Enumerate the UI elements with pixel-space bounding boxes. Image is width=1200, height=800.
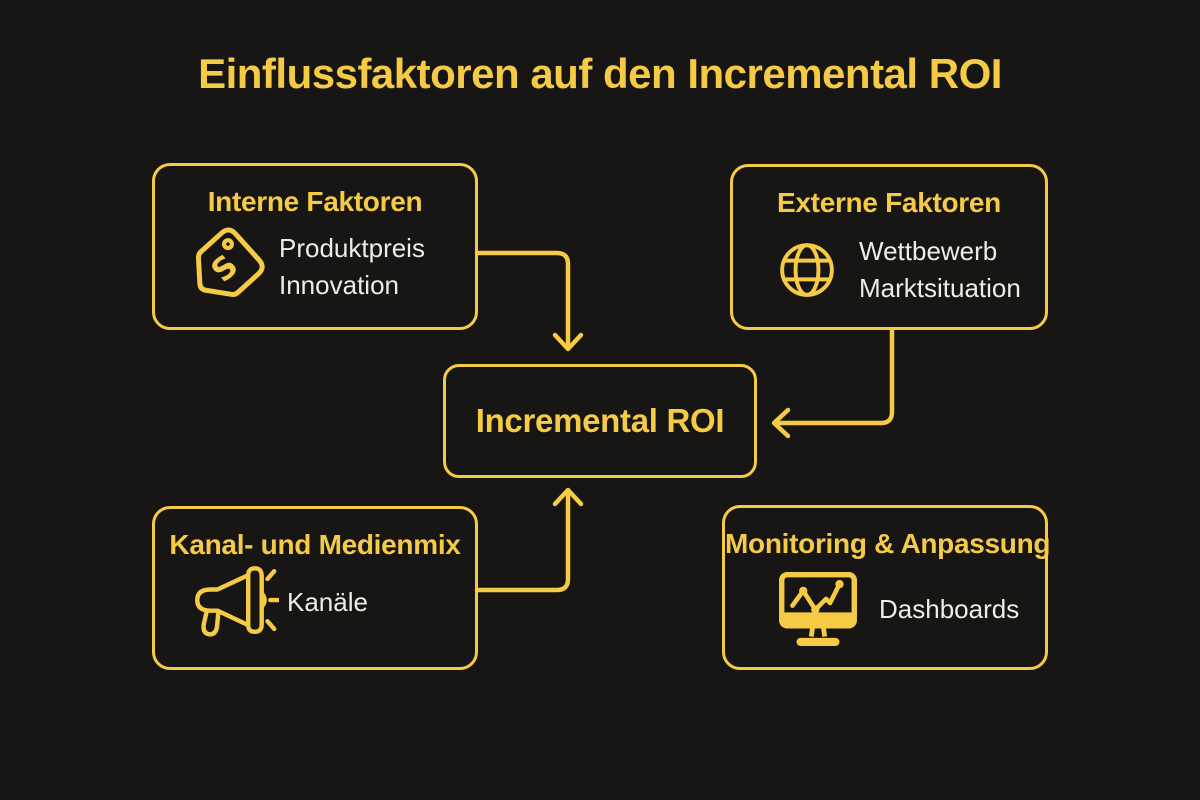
arrowhead-down bbox=[552, 332, 584, 352]
arrowhead-up bbox=[552, 487, 584, 507]
node-body: Dashboards bbox=[725, 568, 1045, 650]
node-monitoring-anpassung: Monitoring & Anpassung Dashboards bbox=[722, 505, 1051, 670]
item-label: Marktsituation bbox=[859, 273, 1021, 303]
price-tag-icon: S bbox=[195, 227, 265, 297]
svg-text:S: S bbox=[204, 248, 245, 290]
arrow-kanal-to-center bbox=[474, 492, 571, 593]
node-items: Kanäle bbox=[287, 584, 368, 621]
node-body: S Produktpreis Innovation bbox=[155, 226, 475, 308]
node-incremental-roi: Incremental ROI bbox=[443, 364, 757, 478]
node-body: Kanäle bbox=[155, 563, 475, 641]
node-heading: Kanal- und Medienmix bbox=[169, 529, 461, 560]
page-title: Einflussfaktoren auf den Incremental ROI bbox=[198, 50, 1002, 97]
item-label: Wettbewerb bbox=[859, 236, 998, 266]
item-label: Innovation bbox=[279, 270, 399, 300]
arrow-interne-to-center bbox=[474, 250, 571, 347]
arrow-externe-to-center bbox=[773, 328, 895, 426]
node-items: Produktpreis Innovation bbox=[279, 230, 425, 304]
item-label: Dashboards bbox=[879, 593, 1020, 624]
node-items: Dashboards bbox=[879, 591, 1019, 628]
node-heading: Interne Faktoren bbox=[207, 186, 423, 217]
center-label: Incremental ROI bbox=[475, 402, 725, 439]
node-body: Wettbewerb Marktsituation bbox=[733, 233, 1045, 307]
node-kanal-medienmix: Kanal- und Medienmix Kanäle bbox=[152, 506, 478, 670]
megaphone-icon bbox=[195, 566, 279, 637]
node-items: Wettbewerb Marktsituation bbox=[859, 233, 1021, 307]
monitor-chart-icon bbox=[779, 572, 857, 646]
node-interne-faktoren: Interne Faktoren S Produktpreis Innovati… bbox=[152, 163, 478, 330]
node-externe-faktoren: Externe Faktoren Wettbewerb Marktsituati… bbox=[730, 164, 1048, 330]
node-heading: Monitoring & Anpassung bbox=[725, 528, 1051, 559]
globe-icon bbox=[780, 243, 834, 297]
arrowhead-left bbox=[771, 407, 791, 439]
item-label: Kanäle bbox=[287, 586, 368, 617]
node-heading: Externe Faktoren bbox=[777, 187, 1001, 218]
item-label: Produktpreis bbox=[279, 233, 425, 263]
